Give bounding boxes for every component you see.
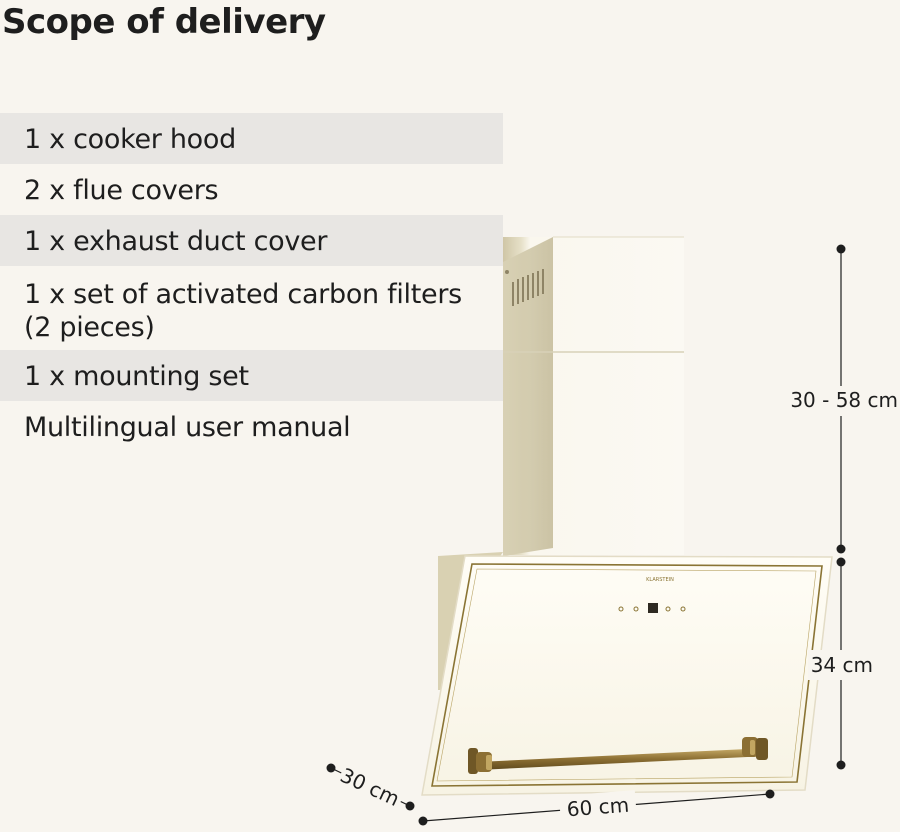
power-button[interactable] xyxy=(618,606,624,612)
list-item: 2 x flue covers xyxy=(24,175,219,206)
light-button[interactable] xyxy=(633,606,639,612)
vent-slots xyxy=(512,269,544,306)
width-label: 60 cm xyxy=(566,793,630,822)
list-item: 1 x cooker hood xyxy=(0,113,503,164)
brand-logo: KLARSTEIN xyxy=(646,577,674,583)
list-item-line: 1 x set of activated carbon filters xyxy=(24,279,462,310)
hood-front-panel: KLARSTEIN xyxy=(421,555,833,796)
dimension-width: 60 cm xyxy=(418,789,775,826)
chimney-height-label: 30 - 58 cm xyxy=(790,388,898,412)
depth-label: 30 cm xyxy=(337,763,404,811)
list-item: 1 x exhaust duct cover xyxy=(0,215,503,266)
control-panel xyxy=(618,603,686,613)
dimension-hood-height: 34 cm xyxy=(808,557,874,770)
list-item-line: (2 pieces) xyxy=(24,312,155,343)
list-item: Multilingual user manual xyxy=(24,412,351,443)
delivery-list: 1 x cooker hood 2 x flue covers 1 x exha… xyxy=(0,113,503,452)
page-title: Scope of delivery xyxy=(2,2,326,42)
chimney-duct xyxy=(503,236,684,556)
fan-up-button[interactable] xyxy=(680,606,686,612)
list-item: 1 x set of activated carbon filters (2 p… xyxy=(0,266,503,350)
brass-handle xyxy=(468,737,768,774)
dimension-chimney-height: 30 - 58 cm xyxy=(784,244,898,554)
display xyxy=(648,603,658,613)
hood-height-label: 34 cm xyxy=(811,653,873,677)
fan-down-button[interactable] xyxy=(665,606,671,612)
dimension-depth: 30 cm xyxy=(326,761,415,814)
list-item: 1 x mounting set xyxy=(0,350,503,401)
